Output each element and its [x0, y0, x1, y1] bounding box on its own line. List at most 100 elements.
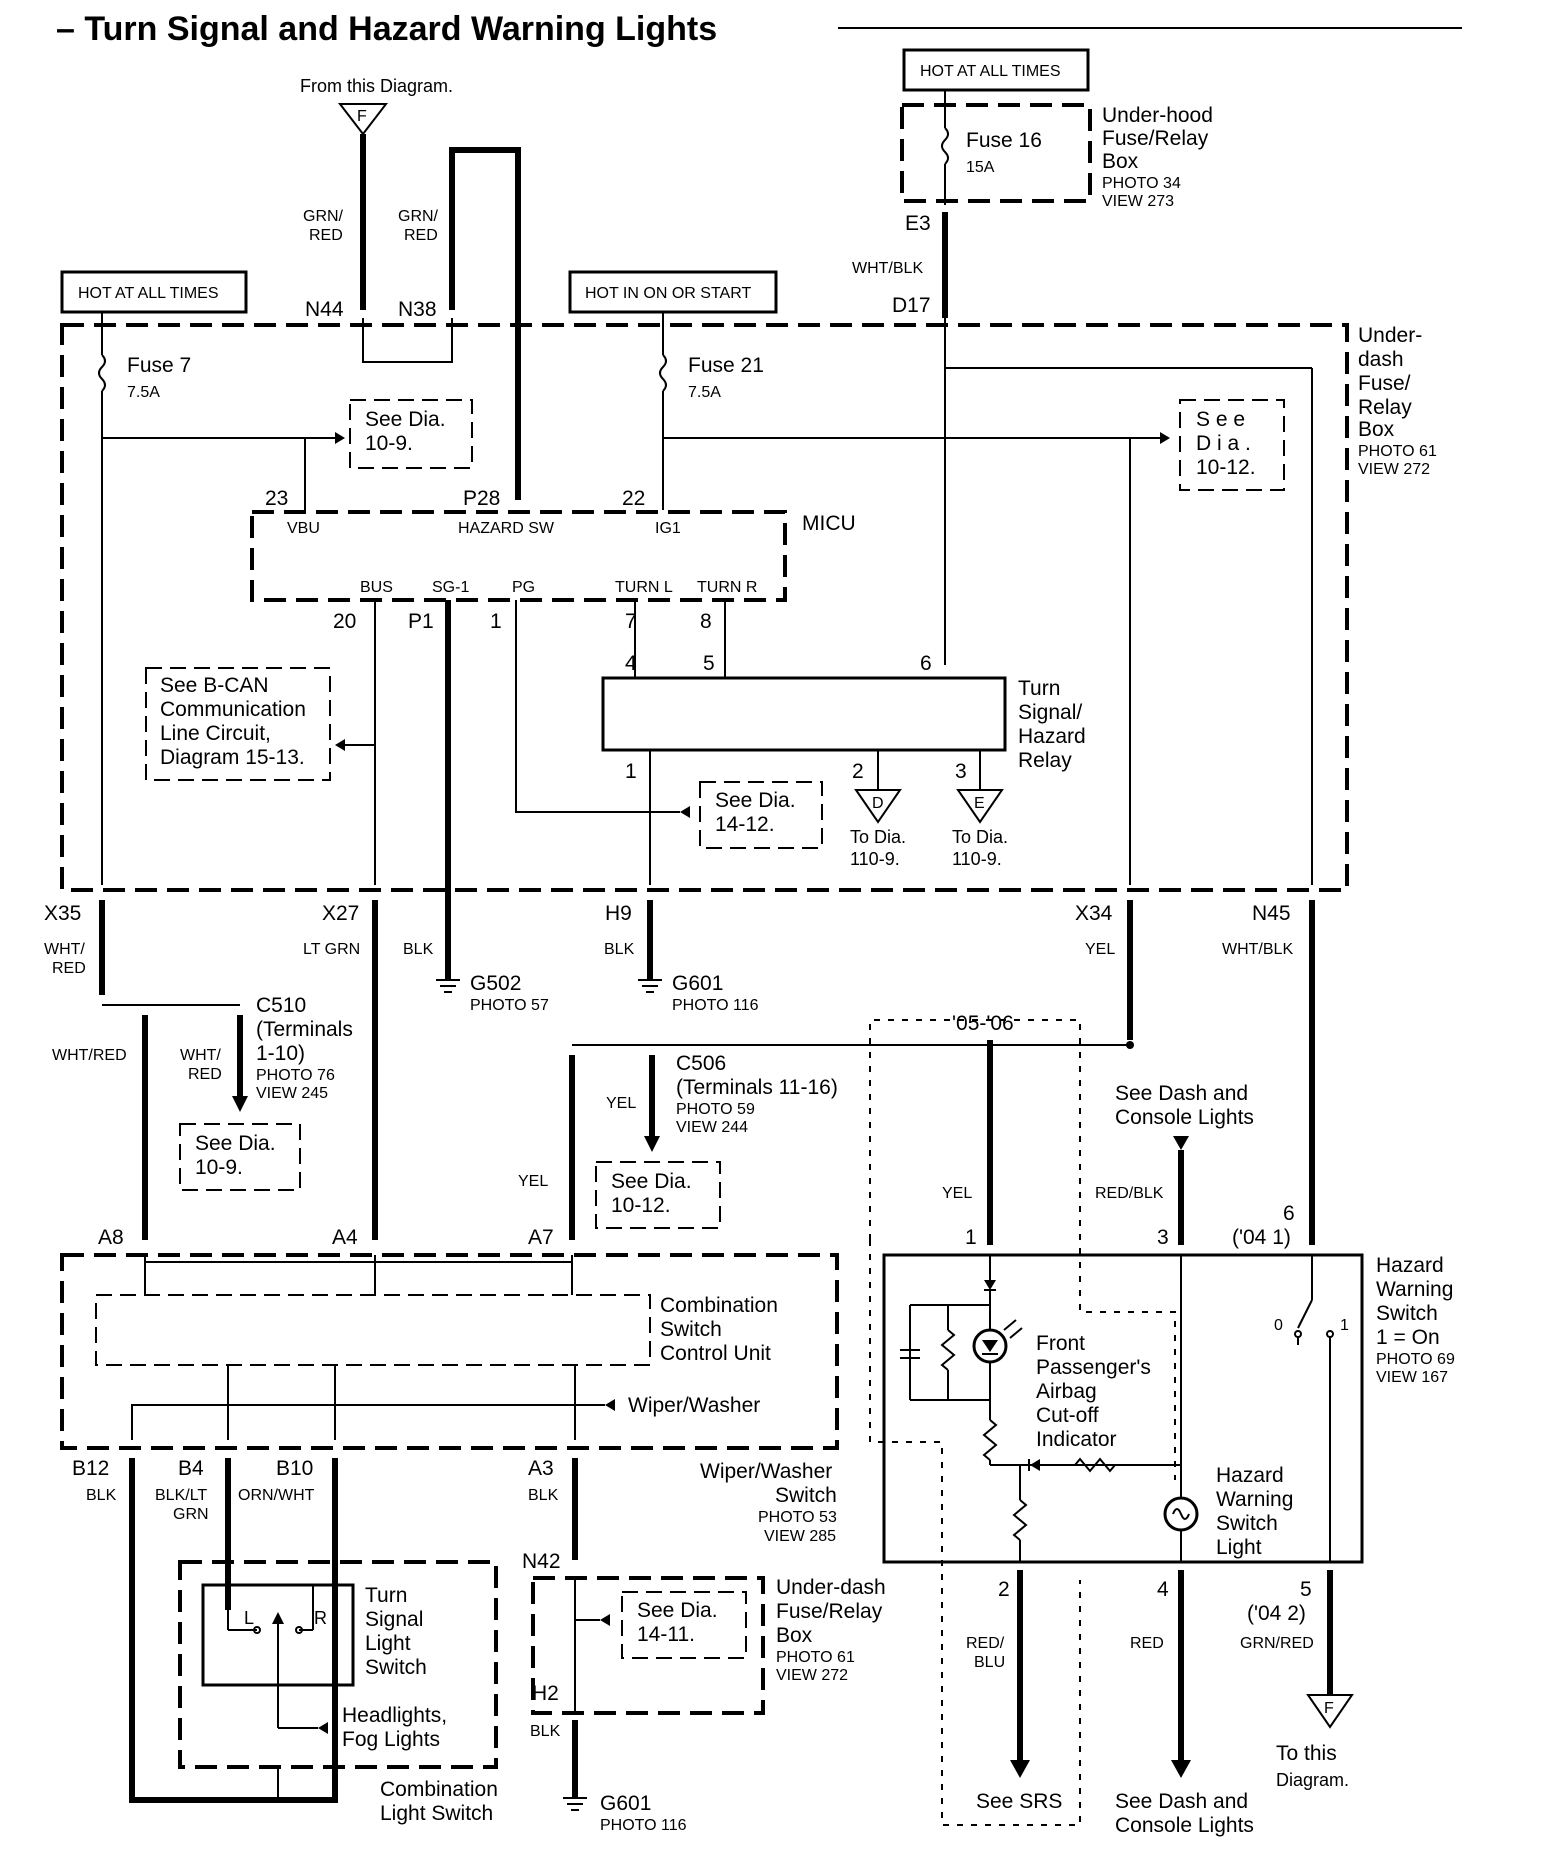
micu-pin-vbu: VBU [287, 520, 320, 537]
turn-switch-label: Signal [365, 1608, 423, 1631]
wire-label: RED [309, 227, 343, 244]
see-dia-14-12-box [699, 781, 823, 849]
c506-label: (Terminals 11-16) [676, 1076, 838, 1099]
see-dia-10-12-box-2 [595, 1161, 721, 1229]
see-dia-14-11-box [621, 1591, 747, 1659]
wire-label: WHT/BLK [852, 260, 923, 277]
underhood-label: PHOTO 34 [1102, 175, 1181, 192]
g502-photo: PHOTO 57 [470, 997, 549, 1014]
see-dia-label: 10-12. [1196, 456, 1256, 479]
hazard-switch-label: Warning [1376, 1278, 1453, 1301]
underdash-label: PHOTO 61 [1358, 443, 1437, 460]
connector-a7: A7 [528, 1226, 554, 1249]
hazard-switch-contact-icon [1297, 1299, 1313, 1329]
wire-label: WHT/RED [52, 1047, 127, 1064]
hazard-light-label: Light [1216, 1536, 1262, 1559]
wire-label: ORN/WHT [238, 1487, 315, 1504]
underdash2-label: PHOTO 61 [776, 1649, 855, 1666]
wiper-switch-label: VIEW 285 [764, 1528, 836, 1545]
hazard-warning-switch [882, 1253, 1364, 1564]
connector-b4: B4 [178, 1457, 204, 1480]
fuse7-label: Fuse 7 [127, 354, 191, 377]
hot-label: HOT AT ALL TIMES [920, 63, 1061, 80]
connector-f-top-letter: F [357, 108, 367, 125]
wire-label: BLK [528, 1487, 559, 1504]
relay-label: Hazard [1018, 725, 1086, 748]
micu-pin-ig1: IG1 [655, 520, 681, 537]
underhood-label: VIEW 273 [1102, 193, 1174, 210]
c510-label: C510 [256, 994, 306, 1017]
connector-x34: X34 [1075, 902, 1113, 925]
wire-label: YEL [942, 1185, 972, 1202]
pin-label: 7 [625, 610, 637, 633]
c510-label: (Terminals [256, 1018, 353, 1041]
diagram-title: – Turn Signal and Hazard Warning Lights [56, 10, 717, 48]
underdash-label: Box [1358, 418, 1395, 441]
turn-switch-l: L [244, 1608, 254, 1628]
wire-label: YEL [518, 1173, 548, 1190]
c506-label: VIEW 244 [676, 1119, 748, 1136]
wire-label: LT GRN [303, 941, 360, 958]
see-dia-label: 10-9. [365, 432, 413, 455]
connector-x27: X27 [322, 902, 359, 925]
wire-label: RED [52, 960, 86, 977]
combo-inner-box [95, 1294, 651, 1366]
pin-label: P1 [408, 610, 434, 633]
hazard-switch-label: Switch [1376, 1302, 1438, 1325]
micu-pin-bus: BUS [360, 579, 393, 596]
fuse7-amp: 7.5A [127, 384, 160, 401]
pin-label: 4 [1157, 1578, 1169, 1601]
connector-e-icon [956, 789, 1004, 824]
relay-label: Turn [1018, 677, 1060, 700]
connector-f-bottom-icon [1306, 1694, 1354, 1729]
turn-signal-relay-box [601, 676, 1007, 752]
wire-label: GRN [173, 1506, 209, 1523]
c510-label: VIEW 245 [256, 1085, 328, 1102]
c506-label: PHOTO 59 [676, 1101, 755, 1118]
fuse7-icon [98, 354, 106, 392]
g601b-photo: PHOTO 116 [600, 1817, 687, 1834]
pin-label: 2 [852, 760, 864, 783]
combo-label: Combination [660, 1294, 778, 1317]
connector-e-letter: E [974, 795, 985, 812]
wire-label: BLK/LT [155, 1487, 207, 1504]
see-dia-label: 14-12. [715, 813, 775, 836]
connector-a8: A8 [98, 1226, 124, 1249]
wire-label: RED/ [966, 1635, 1005, 1652]
wire-label: BLU [974, 1654, 1005, 1671]
wire-label: BLK [604, 941, 635, 958]
see-dia-label: See Dia. [715, 789, 796, 812]
combo-light-label: Light Switch [380, 1802, 493, 1825]
connector-h2: H2 [532, 1682, 559, 1705]
bcan-label: Diagram 15-13. [160, 746, 305, 769]
see-dash-label: Console Lights [1115, 1106, 1254, 1129]
see-dia-label: See Dia. [611, 1170, 692, 1193]
wire-label: GRN/ [398, 208, 439, 225]
to-this-diagram-label: To this [1276, 1742, 1337, 1765]
bcan-label: See B-CAN [160, 674, 269, 697]
connector-a3: A3 [528, 1457, 554, 1480]
airbag-label: Front [1036, 1332, 1085, 1355]
underdash-label: VIEW 272 [1358, 461, 1430, 478]
underdash2-label: Fuse/Relay [776, 1600, 883, 1623]
g601-photo: PHOTO 116 [672, 997, 759, 1014]
fuse21-label: Fuse 21 [688, 354, 764, 377]
wire-label: RED/BLK [1095, 1185, 1164, 1202]
pin-label: 3 [1157, 1226, 1169, 1249]
resistor-icon [940, 1329, 956, 1371]
combo-label: Switch [660, 1318, 722, 1341]
relay-label: Relay [1018, 749, 1072, 772]
see-dia-label: See Dia. [365, 408, 446, 431]
underdash-label: Fuse/ [1358, 372, 1411, 395]
see-dia-10-9-box [349, 399, 473, 469]
connector-f-bottom-letter: F [1324, 1700, 1334, 1717]
to-dia-label: 110-9. [952, 849, 1002, 869]
underhood-label: Under-hood [1102, 104, 1213, 127]
connector-b12: B12 [72, 1457, 109, 1480]
wiper-switch-label: PHOTO 53 [758, 1509, 837, 1526]
wire-label: YEL [1085, 941, 1115, 958]
combination-light-switch [178, 1560, 498, 1769]
bcan-label: Communication [160, 698, 306, 721]
hot-label: HOT AT ALL TIMES [78, 285, 219, 302]
see-dash-label: See Dash and [1115, 1082, 1248, 1105]
